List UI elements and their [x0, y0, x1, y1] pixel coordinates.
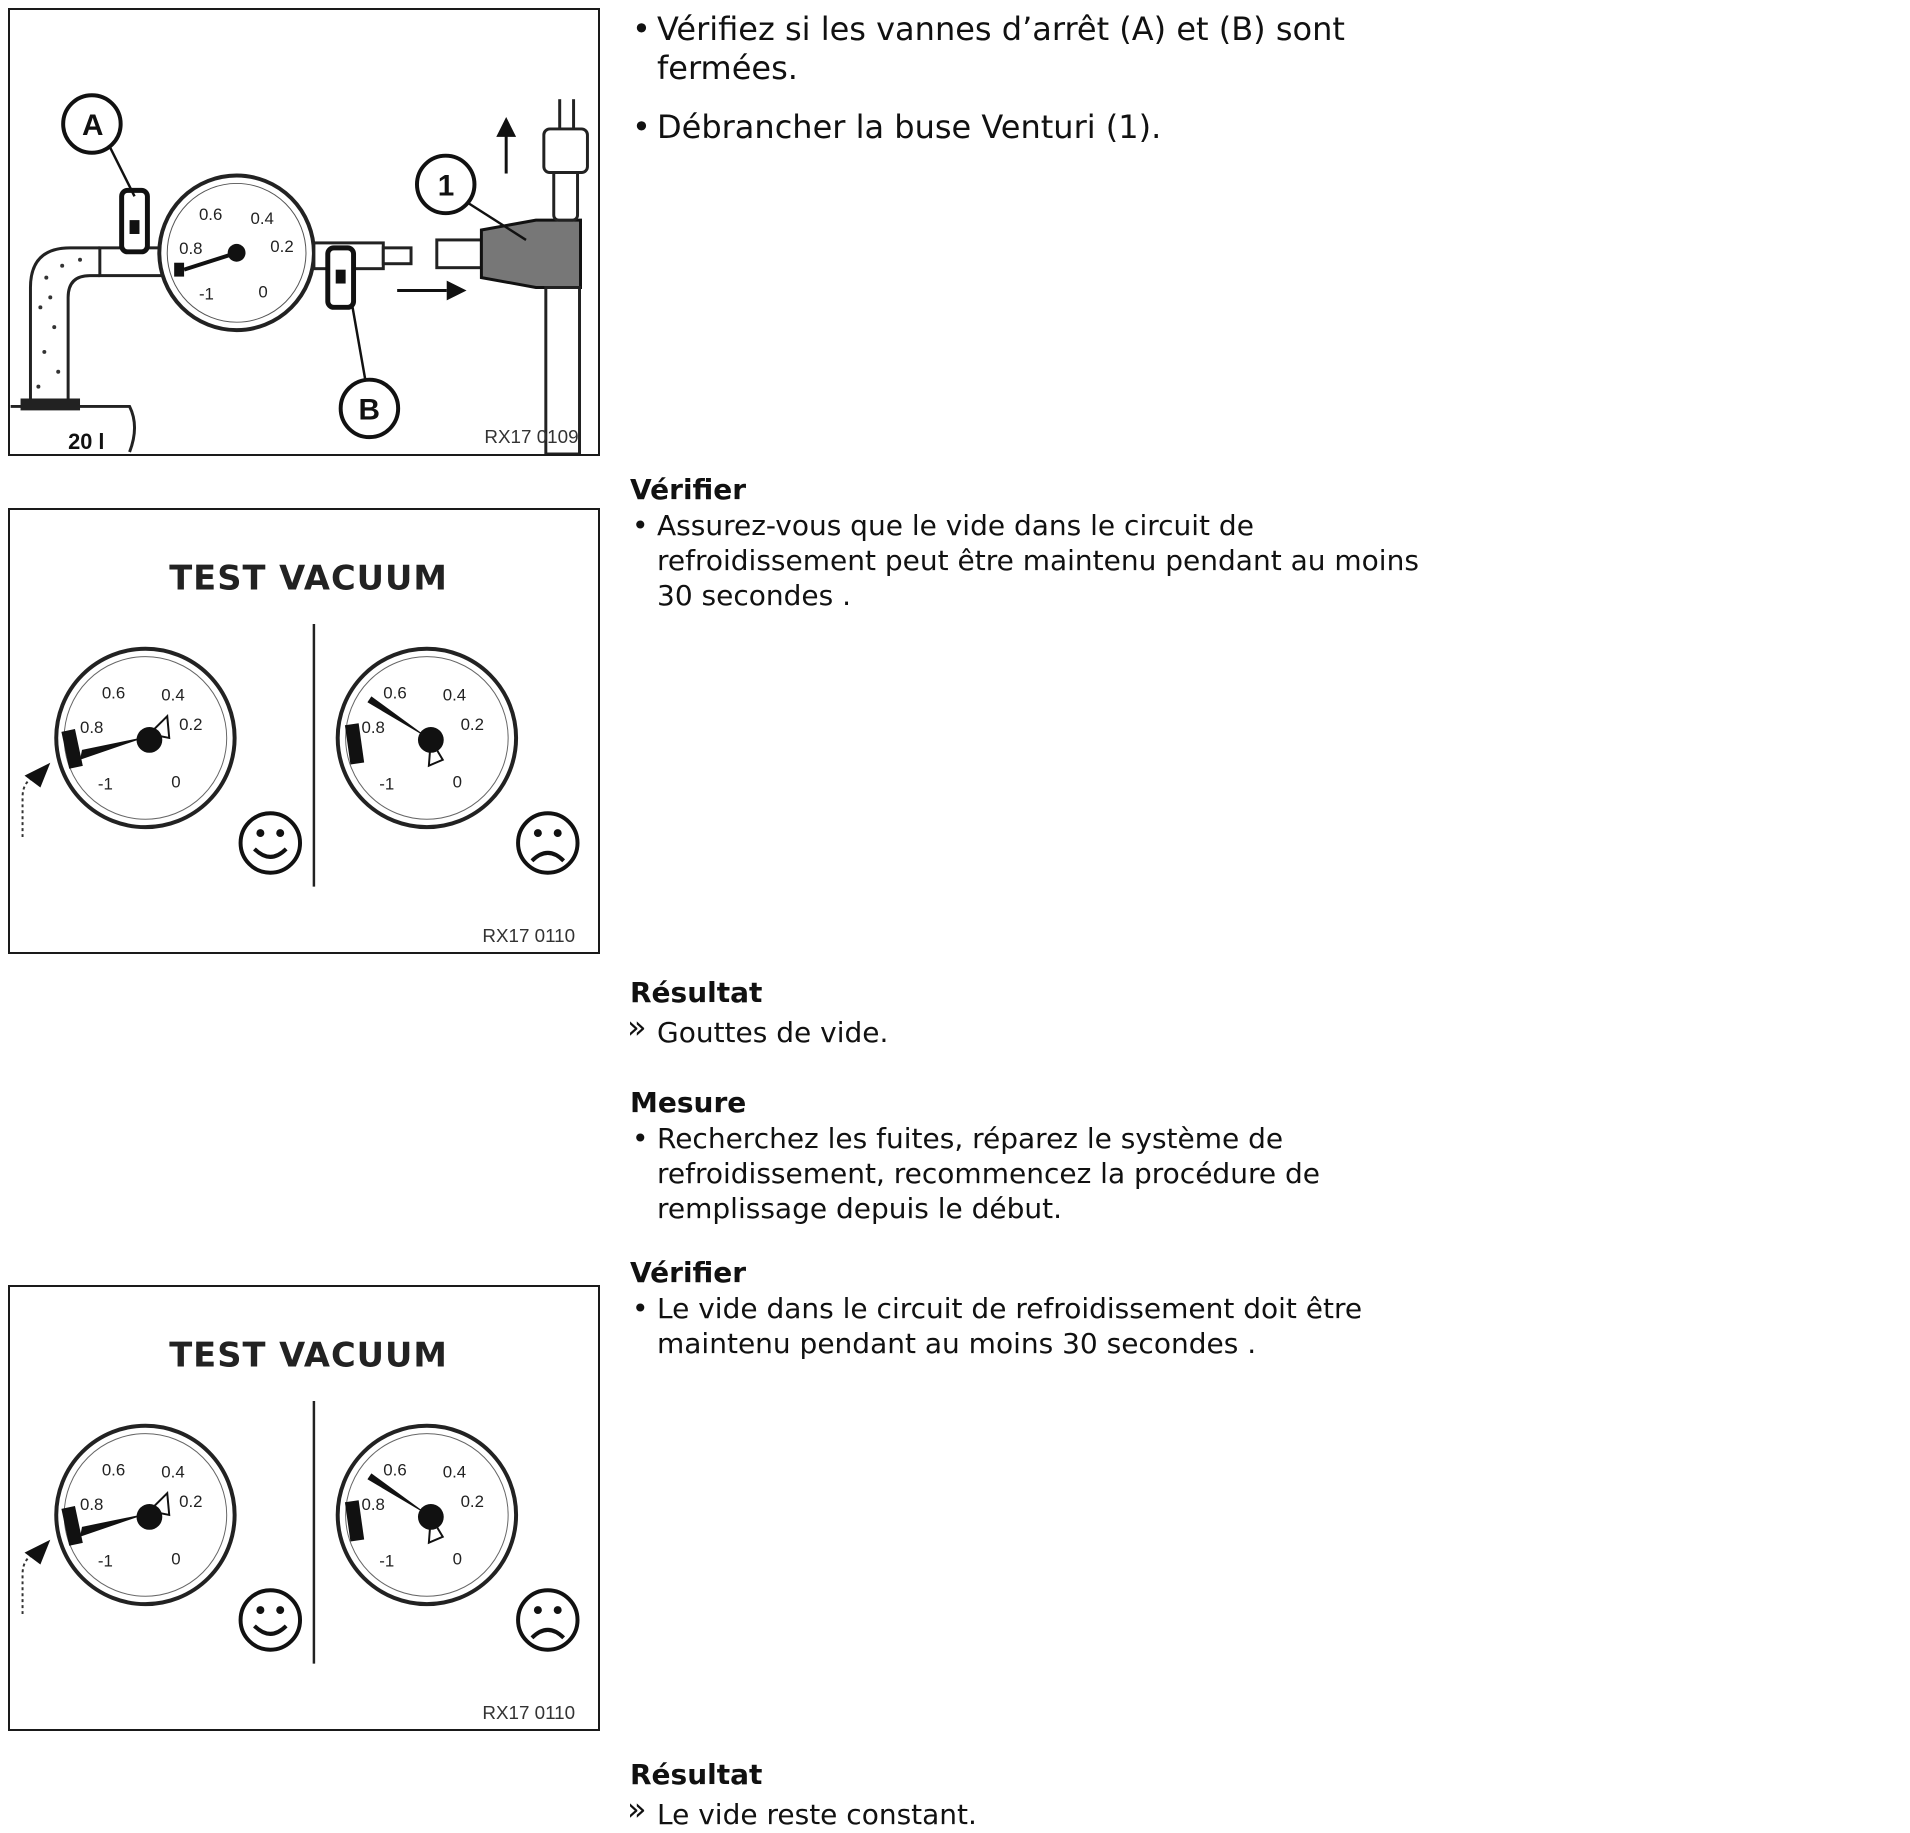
gauge-tick-label: 0.8 — [80, 718, 103, 737]
gauge-tick-label: 0 — [453, 1549, 462, 1568]
venturi-setup-illustration: 20 l 0.6 0.4 0.8 0.2 -1 0 — [10, 93, 589, 454]
check-bullet: Le vide dans le circuit de refroidisseme… — [630, 1291, 1450, 1361]
result-line: » Gouttes de vide. — [627, 1009, 1450, 1051]
section-heading: Mesure — [630, 1086, 747, 1119]
gauge-tick-label: -1 — [379, 1551, 394, 1570]
figure-title: TEST VACUUM — [169, 1335, 448, 1374]
check-bullet-list: Le vide dans le circuit de refroidisseme… — [630, 1291, 1450, 1361]
result-marker-icon: » — [627, 1790, 647, 1828]
check-section: Vérifier Le vide dans le circuit de refr… — [630, 1255, 1450, 1361]
callout-1: 1 — [438, 169, 455, 202]
gauge-tick-label: 0.8 — [361, 718, 384, 737]
gauge-tick-label: 0.8 — [361, 1495, 384, 1514]
result-section: Résultat » Gouttes de vide. — [627, 975, 1450, 1051]
result-section: Résultat » Le vide reste constant. — [627, 1757, 1450, 1833]
test-vacuum-illustration: TEST VACUUM 0.6 0.4 0.8 0.2 -1 0 0.6 0.4… — [21, 558, 580, 946]
volume-label: 20 l — [68, 429, 104, 454]
frowny-icon — [516, 1588, 580, 1652]
measure-section: Mesure Recherchez les fuites, réparez le… — [630, 1085, 1450, 1226]
gauge-tick-label: -1 — [379, 774, 394, 793]
frowny-icon — [516, 811, 580, 875]
callout-b-circle — [338, 377, 401, 440]
section-heading: Résultat — [630, 1758, 763, 1791]
figure-code: RX17 0110 — [482, 925, 575, 946]
gauge-tick-label: 0.2 — [461, 715, 484, 734]
result-marker-icon: » — [627, 1008, 647, 1046]
result-text: Le vide reste constant. — [657, 1798, 977, 1831]
test-vacuum-illustration: TEST VACUUM 0.6 0.4 0.8 0.2 -1 0 0.6 0.4… — [21, 1335, 580, 1723]
callout-a: A — [82, 109, 103, 142]
figure-code: RX17 0110 — [482, 1702, 575, 1723]
step-bullet: Vérifiez si les vannes d’arrêt (A) et (B… — [630, 10, 1450, 88]
gauge-tick-label: 0.2 — [270, 237, 293, 256]
smiley-icon — [238, 1588, 303, 1652]
measure-bullet-list: Recherchez les fuites, réparez le systèm… — [630, 1121, 1450, 1226]
gauge-tick-label: 0.8 — [179, 239, 202, 258]
check-bullet: Assurez-vous que le vide dans le circuit… — [630, 508, 1450, 613]
gauge-tick-label: 0.4 — [250, 209, 273, 228]
gauge-tick-label: 0 — [171, 772, 180, 791]
callout-1-circle — [415, 153, 477, 216]
section-heading: Vérifier — [630, 1256, 747, 1289]
gauge-tick-label: 0 — [171, 1549, 180, 1568]
measure-bullet: Recherchez les fuites, réparez le systèm… — [630, 1121, 1450, 1226]
section-heading: Vérifier — [630, 473, 747, 506]
gauge-tick-label: 0.6 — [102, 1460, 125, 1479]
step-bullet-list: Vérifiez si les vannes d’arrêt (A) et (B… — [630, 10, 1450, 147]
section-heading: Résultat — [630, 976, 763, 1009]
result-text: Gouttes de vide. — [657, 1016, 889, 1049]
check-bullet-list: Assurez-vous que le vide dans le circuit… — [630, 508, 1450, 613]
gauge-tick-label: 0.6 — [383, 1460, 406, 1479]
step-bullet: Débrancher la buse Venturi (1). — [630, 108, 1450, 147]
gauge-tick-label: -1 — [199, 284, 214, 303]
gauge-tick-label: 0.4 — [443, 1462, 466, 1481]
callout-a-circle — [61, 93, 123, 155]
figure-code: RX17 0109 — [484, 426, 578, 447]
gauge-tick-label: 0.4 — [161, 1462, 184, 1481]
gauge-tick-label: 0.2 — [179, 1492, 202, 1511]
gauge-tick-label: 0.6 — [199, 205, 222, 224]
smiley-icon — [238, 811, 303, 875]
gauge-tick-label: -1 — [98, 774, 113, 793]
step-instructions: Vérifiez si les vannes d’arrêt (A) et (B… — [630, 10, 1450, 167]
gauge-tick-label: -1 — [98, 1551, 113, 1570]
gauge-tick-label: 0.6 — [102, 683, 125, 702]
gauge-tick-label: 0.6 — [383, 683, 406, 702]
check-section: Vérifier Assurez-vous que le vide dans l… — [630, 472, 1450, 613]
figure-title: TEST VACUUM — [169, 558, 448, 597]
figure-test-vacuum: TEST VACUUM 0.6 0.4 0.8 0.2 -1 0 0.6 0.4… — [8, 1285, 600, 1731]
gauge-tick-label: 0 — [258, 282, 267, 301]
gauge-tick-label: 0.8 — [80, 1495, 103, 1514]
gauge-tick-label: 0 — [453, 772, 462, 791]
figure-venturi-setup: 20 l 0.6 0.4 0.8 0.2 -1 0 — [8, 8, 600, 456]
gauge-tick-label: 0.4 — [443, 685, 466, 704]
callout-b: B — [359, 393, 380, 426]
gauge-tick-label: 0.4 — [161, 685, 184, 704]
figure-test-vacuum: TEST VACUUM 0.6 0.4 0.8 0.2 -1 0 0.6 0.4… — [8, 508, 600, 954]
gauge-tick-label: 0.2 — [461, 1492, 484, 1511]
gauge-tick-label: 0.2 — [179, 715, 202, 734]
result-line: » Le vide reste constant. — [627, 1791, 1450, 1833]
